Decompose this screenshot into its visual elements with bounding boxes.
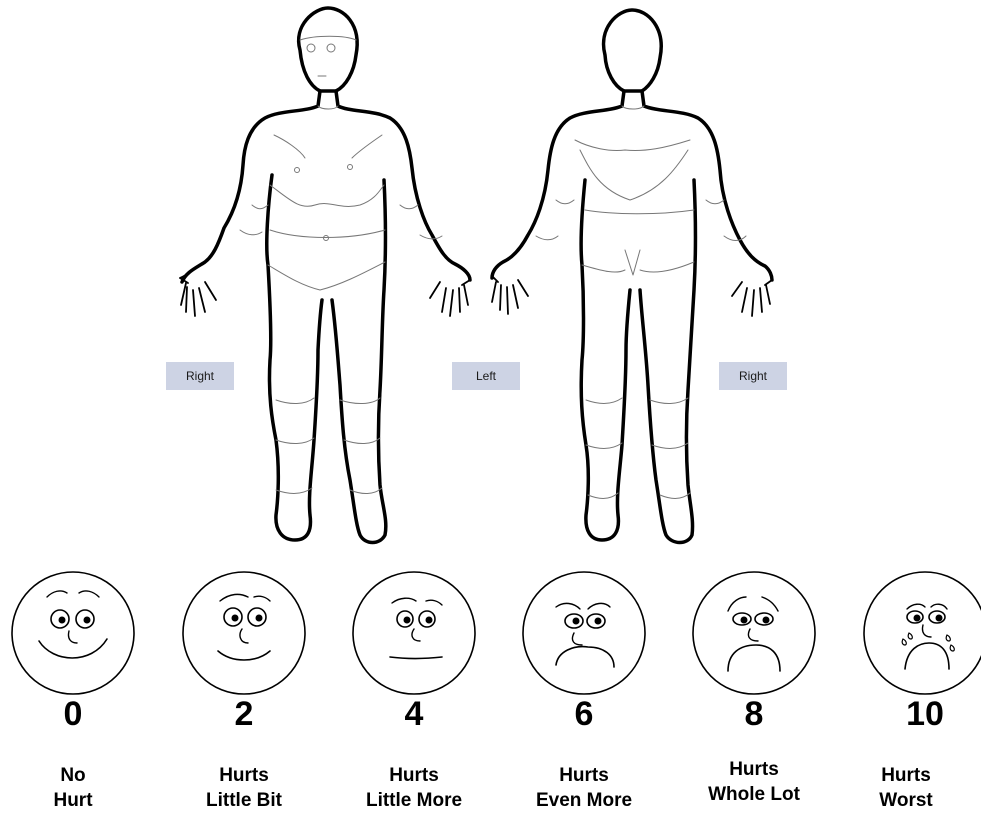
face-10-hurts-worst <box>864 572 981 694</box>
caption-8-line2: Whole Lot <box>679 782 829 807</box>
face-4-hurts-little-more <box>353 572 475 694</box>
face-6-hurts-even-more <box>523 572 645 694</box>
score-2: 2 <box>174 694 314 734</box>
body-outline-diagram <box>0 0 981 560</box>
caption-2: Hurts Little Bit <box>169 763 319 813</box>
back-body-figure <box>492 10 772 543</box>
caption-6-line2: Even More <box>509 788 659 813</box>
score-6: 6 <box>514 694 654 734</box>
back-right-label: Right <box>719 362 787 390</box>
pain-scale-faces <box>0 560 981 700</box>
caption-6-line1: Hurts <box>509 763 659 788</box>
back-left-label: Left <box>452 362 520 390</box>
caption-2-line1: Hurts <box>169 763 319 788</box>
caption-0-line1: No <box>0 763 148 788</box>
caption-8-line1: Hurts <box>679 757 829 782</box>
score-8: 8 <box>684 694 824 734</box>
caption-4-line2: Little More <box>339 788 489 813</box>
score-0: 0 <box>3 694 143 734</box>
caption-10: Hurts Worst <box>831 763 981 813</box>
face-0-no-hurt <box>12 572 134 694</box>
front-body-figure <box>180 8 470 543</box>
score-4: 4 <box>344 694 484 734</box>
caption-4-line1: Hurts <box>339 763 489 788</box>
caption-0: No Hurt <box>0 763 148 813</box>
front-right-label: Right <box>166 362 234 390</box>
face-8-hurts-whole-lot <box>693 572 815 694</box>
score-10: 10 <box>855 694 981 734</box>
caption-10-line1: Hurts <box>831 763 981 788</box>
caption-8: Hurts Whole Lot <box>679 757 829 807</box>
caption-0-line2: Hurt <box>0 788 148 813</box>
face-2-hurts-little-bit <box>183 572 305 694</box>
caption-10-line2: Worst <box>831 788 981 813</box>
caption-2-line2: Little Bit <box>169 788 319 813</box>
caption-4: Hurts Little More <box>339 763 489 813</box>
caption-6: Hurts Even More <box>509 763 659 813</box>
